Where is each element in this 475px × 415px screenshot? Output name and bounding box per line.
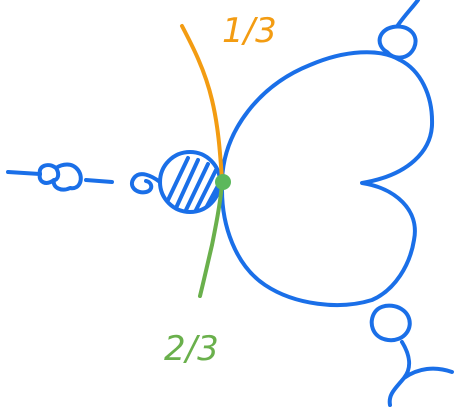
top-bulb [377,24,418,60]
label-one-third: 1/3 [222,11,277,51]
top-filament [396,0,420,27]
bottom-filament [387,340,454,407]
left-spiral-bulb [129,172,162,195]
ray-one-third [180,24,224,182]
left-mini-bulbs [37,162,83,192]
ray-landing-point [215,174,231,190]
label-two-thirds: 2/3 [164,329,219,369]
left-filament [6,170,114,184]
bottom-bulb [369,303,412,343]
main-cardioid [220,50,435,307]
ray-two-thirds [198,182,224,298]
